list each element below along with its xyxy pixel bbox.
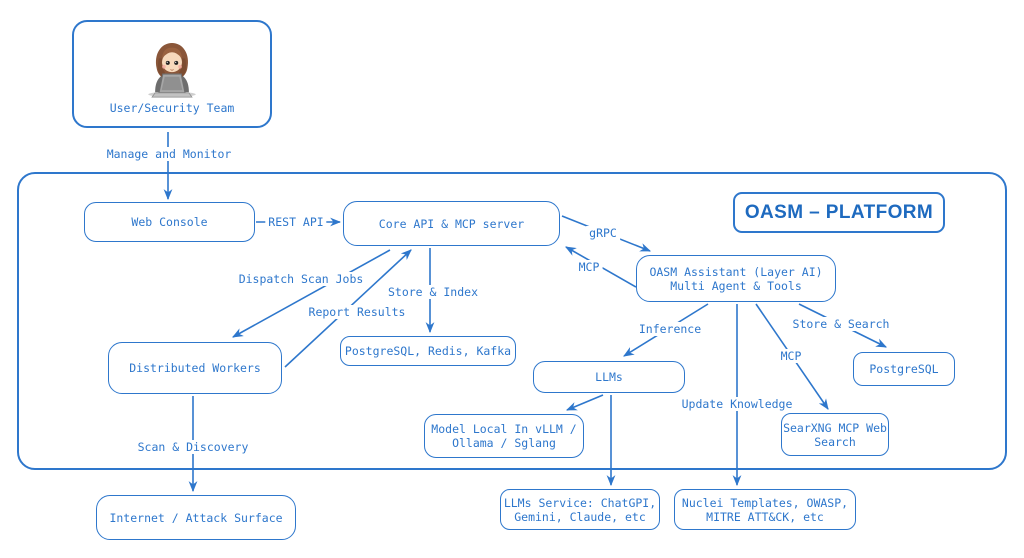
llms-service-label-line1: LLMs Service: ChatGPI, bbox=[503, 495, 657, 510]
internet-attack-surface-label: Internet / Attack Surface bbox=[109, 510, 283, 525]
edge-label-manage-monitor: Manage and Monitor bbox=[103, 147, 235, 161]
nuclei-templates-node: Nuclei Templates, OWASP, MITRE ATT&CK, e… bbox=[674, 489, 856, 530]
web-console-label: Web Console bbox=[131, 215, 208, 229]
internet-attack-surface-node: Internet / Attack Surface bbox=[96, 495, 296, 540]
distributed-workers-node: Distributed Workers bbox=[108, 342, 282, 394]
core-api-mcp-server-node: Core API & MCP server bbox=[343, 201, 560, 246]
edge-label-mcp-to-core: MCP bbox=[575, 260, 603, 274]
oasm-assistant-label-line2: Multi Agent & Tools bbox=[670, 278, 802, 293]
edge-label-inference: Inference bbox=[635, 322, 705, 336]
edge-label-dispatch-scan-jobs: Dispatch Scan Jobs bbox=[235, 272, 367, 286]
llms-service-label-line2: Gemini, Claude, etc bbox=[514, 509, 646, 524]
postgresql-node: PostgreSQL bbox=[853, 352, 955, 386]
model-local-node: Model Local In vLLM / Ollama / Sglang bbox=[424, 414, 584, 458]
user-security-team-node: User/Security Team bbox=[72, 20, 272, 128]
oasm-platform-title: OASM – PLATFORM bbox=[744, 201, 934, 223]
postgresql-redis-kafka-label: PostgreSQL, Redis, Kafka bbox=[344, 344, 512, 358]
oasm-assistant-label-line1: OASM Assistant (Layer AI) bbox=[649, 264, 823, 279]
edge-label-mcp-to-searxng: MCP bbox=[777, 349, 805, 363]
edge-label-store-index: Store & Index bbox=[384, 285, 482, 299]
model-local-label-line2: Ollama / Sglang bbox=[452, 436, 556, 450]
llms-service-node: LLMs Service: ChatGPI, Gemini, Claude, e… bbox=[500, 489, 660, 530]
distributed-workers-label: Distributed Workers bbox=[129, 361, 261, 375]
edge-label-grpc: gRPC bbox=[586, 226, 620, 240]
edge-label-scan-discovery: Scan & Discovery bbox=[134, 440, 252, 454]
postgresql-redis-kafka-node: PostgreSQL, Redis, Kafka bbox=[340, 336, 516, 366]
user-security-team-label: User/Security Team bbox=[109, 101, 235, 115]
oasm-platform-title-box: OASM – PLATFORM bbox=[733, 192, 945, 233]
nuclei-templates-label-line2: MITRE ATT&CK, etc bbox=[706, 509, 824, 524]
oasm-platform-boundary bbox=[17, 172, 1007, 470]
edge-label-report-results: Report Results bbox=[305, 305, 409, 319]
searxng-mcp-web-search-node: SearXNG MCP Web Search bbox=[781, 413, 889, 456]
searxng-label-line2: Search bbox=[814, 434, 856, 449]
edge-label-update-knowledge: Update Knowledge bbox=[678, 397, 796, 411]
core-api-mcp-server-label: Core API & MCP server bbox=[378, 216, 525, 231]
model-local-label-line1: Model Local In vLLM / bbox=[431, 422, 577, 436]
llms-label: LLMs bbox=[595, 370, 623, 384]
llms-node: LLMs bbox=[533, 361, 685, 393]
edge-label-rest-api: REST API bbox=[265, 215, 327, 229]
web-console-node: Web Console bbox=[84, 202, 255, 242]
searxng-label-line1: SearXNG MCP Web bbox=[783, 420, 887, 435]
user-at-laptop-avatar-icon bbox=[148, 42, 196, 98]
edge-label-store-search: Store & Search bbox=[789, 317, 893, 331]
postgresql-label: PostgreSQL bbox=[869, 362, 939, 376]
nuclei-templates-label-line1: Nuclei Templates, OWASP, bbox=[681, 495, 849, 510]
oasm-assistant-node: OASM Assistant (Layer AI) Multi Agent & … bbox=[636, 255, 836, 302]
